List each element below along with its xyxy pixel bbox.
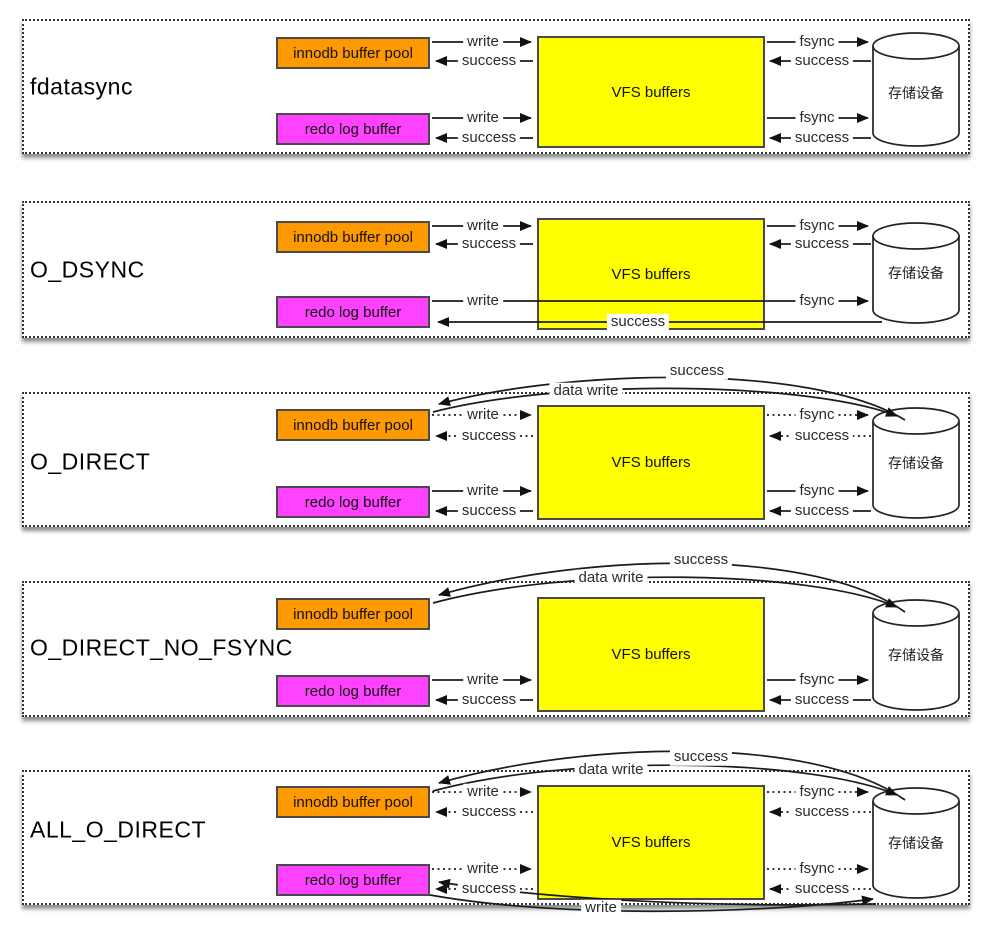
- storage-label: 存储设备: [888, 647, 944, 663]
- redo-log-buffer-box: redo log buffer: [276, 864, 430, 896]
- write-label: write: [463, 109, 503, 127]
- fsync-label: fsync: [795, 482, 839, 500]
- success-label: success: [790, 235, 854, 253]
- success-label: success: [790, 52, 854, 70]
- vfs-buffers-box: VFS buffers: [537, 405, 765, 520]
- innodb-buffer-pool-box: innodb buffer pool: [276, 409, 430, 441]
- success-label: success: [457, 235, 521, 253]
- innodb-buffer-pool-box: innodb buffer pool: [276, 37, 430, 69]
- write-label: write: [463, 482, 503, 500]
- success-label: success: [790, 880, 854, 898]
- vfs-buffers-box: VFS buffers: [537, 597, 765, 712]
- method-label-o-direct: O_DIRECT: [30, 448, 151, 475]
- fsync-label: fsync: [795, 860, 839, 878]
- success-label: success: [457, 427, 521, 445]
- success-label: success: [790, 502, 854, 520]
- success-label: success: [457, 880, 521, 898]
- storage-label: 存储设备: [888, 85, 944, 101]
- method-label-o-direct-no-fsync: O_DIRECT_NO_FSYNC: [30, 634, 293, 661]
- write-label: write: [463, 783, 503, 801]
- success-label: success: [606, 313, 670, 331]
- data-write-label: data write: [574, 569, 648, 587]
- success-label: success: [790, 803, 854, 821]
- redo-log-buffer-box: redo log buffer: [276, 486, 430, 518]
- fsync-label: fsync: [795, 217, 839, 235]
- method-label-o-dsync: O_DSYNC: [30, 256, 145, 283]
- fsync-label: fsync: [795, 783, 839, 801]
- success-label: success: [790, 129, 854, 147]
- vfs-buffers-box: VFS buffers: [537, 218, 765, 330]
- success-label: success: [665, 362, 729, 380]
- write-label: write: [463, 860, 503, 878]
- storage-label: 存储设备: [888, 835, 944, 851]
- success-label: success: [669, 748, 733, 766]
- write-label: write: [463, 406, 503, 424]
- fsync-label: fsync: [795, 109, 839, 127]
- redo-log-buffer-box: redo log buffer: [276, 296, 430, 328]
- write-label: write: [463, 671, 503, 689]
- success-label: success: [669, 551, 733, 569]
- innodb-buffer-pool-box: innodb buffer pool: [276, 221, 430, 253]
- write-label: write: [463, 33, 503, 51]
- fsync-label: fsync: [795, 292, 839, 310]
- success-label: success: [457, 691, 521, 709]
- success-label: success: [457, 129, 521, 147]
- fsync-label: fsync: [795, 406, 839, 424]
- redo-log-buffer-box: redo log buffer: [276, 675, 430, 707]
- data-write-label: data write: [574, 761, 648, 779]
- success-label: success: [790, 691, 854, 709]
- innodb-buffer-pool-box: innodb buffer pool: [276, 786, 430, 818]
- write-label: write: [581, 899, 621, 917]
- redo-log-buffer-box: redo log buffer: [276, 113, 430, 145]
- success-label: success: [457, 803, 521, 821]
- success-label: success: [457, 502, 521, 520]
- method-label-fdatasync: fdatasync: [30, 73, 133, 100]
- write-label: write: [463, 217, 503, 235]
- fsync-label: fsync: [795, 33, 839, 51]
- vfs-buffers-box: VFS buffers: [537, 785, 765, 900]
- method-label-all-o-direct: ALL_O_DIRECT: [30, 816, 207, 843]
- success-label: success: [457, 52, 521, 70]
- storage-label: 存储设备: [888, 265, 944, 281]
- success-label: success: [790, 427, 854, 445]
- innodb-buffer-pool-box: innodb buffer pool: [276, 598, 430, 630]
- vfs-buffers-box: VFS buffers: [537, 36, 765, 148]
- write-label: write: [463, 292, 503, 310]
- storage-label: 存储设备: [888, 455, 944, 471]
- fsync-label: fsync: [795, 671, 839, 689]
- data-write-label: data write: [549, 382, 623, 400]
